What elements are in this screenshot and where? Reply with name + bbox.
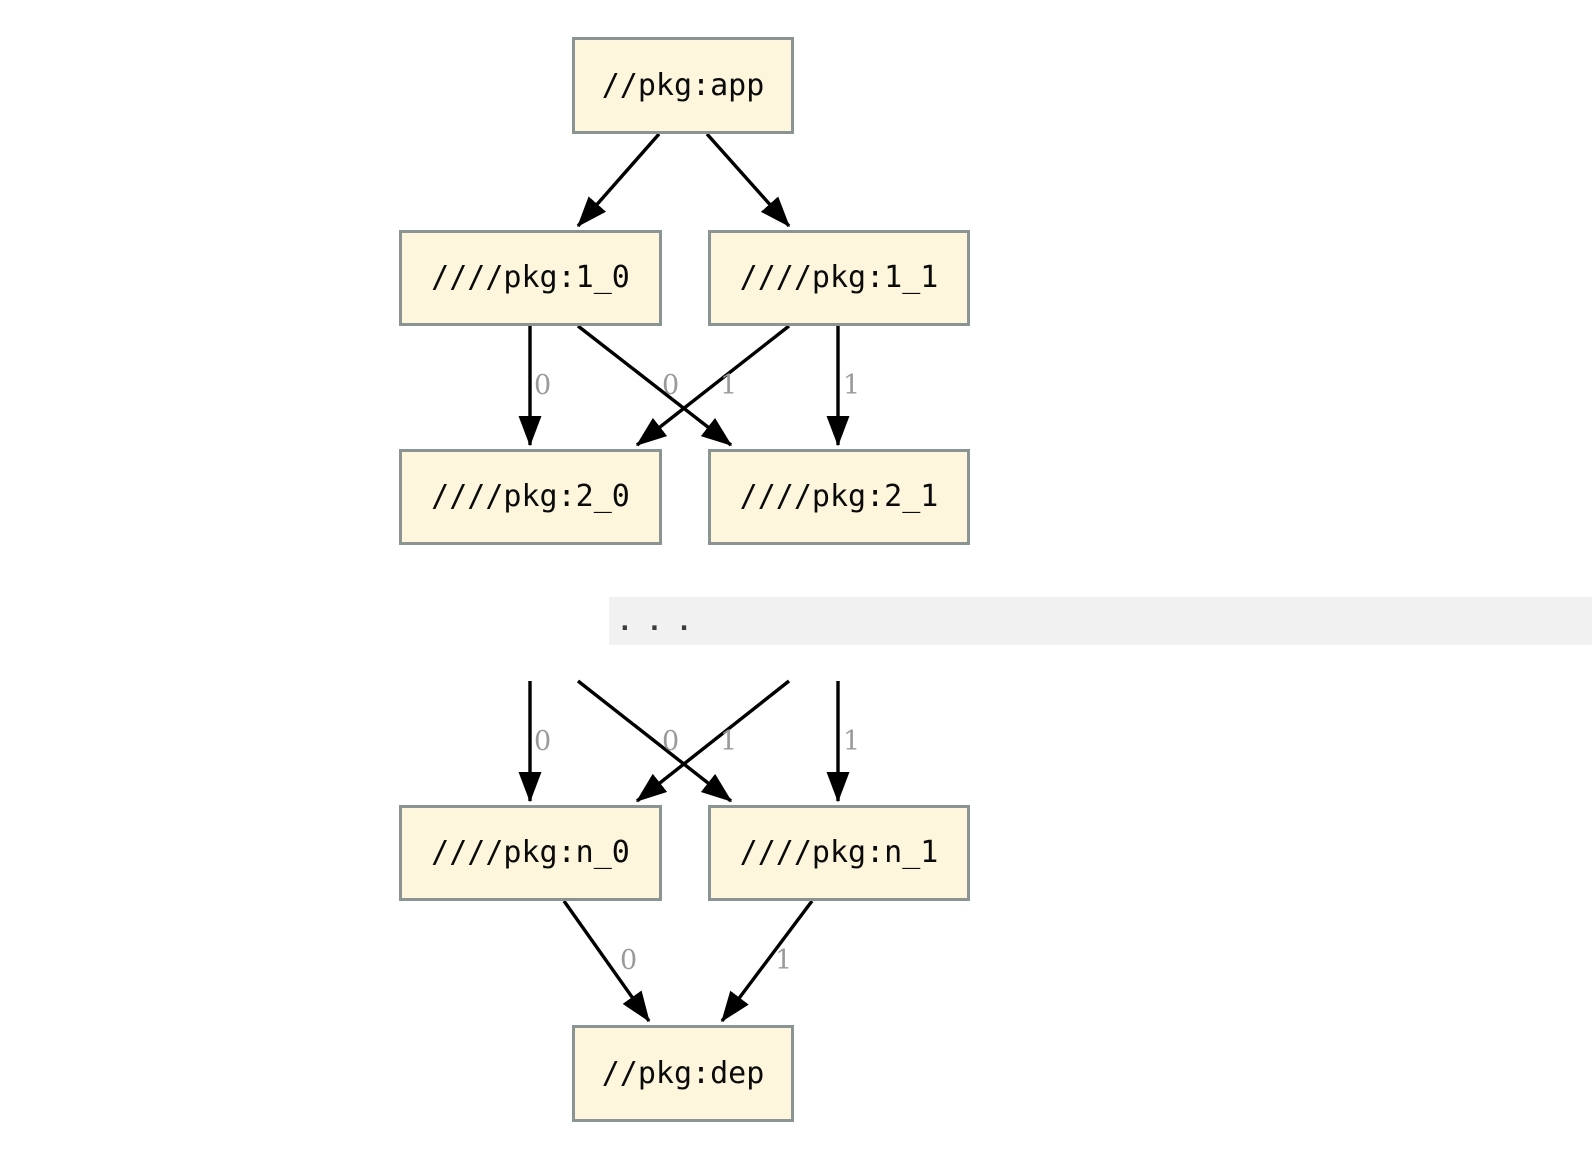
node-app[interactable]: //pkg:app	[572, 37, 794, 134]
node-n2_1[interactable]: ////pkg:2_1	[708, 449, 970, 545]
edge-arrow	[635, 679, 791, 803]
node-nn_1[interactable]: ////pkg:n_1	[708, 805, 970, 901]
edge-label: 0	[620, 945, 638, 976]
node-label: ////pkg:n_1	[739, 835, 939, 870]
edge-arrow	[705, 132, 791, 228]
edge-arrow	[720, 899, 814, 1023]
node-n2_0[interactable]: ////pkg:2_0	[399, 449, 662, 545]
edge-label: 1	[843, 370, 861, 401]
edge-label: 0	[662, 726, 680, 757]
edge-label: 1	[775, 945, 793, 976]
node-label: ////pkg:1_0	[431, 260, 630, 295]
node-label: ////pkg:2_1	[739, 479, 939, 514]
edge-arrow	[635, 324, 791, 447]
node-n1_1[interactable]: ////pkg:1_1	[708, 230, 970, 326]
edge-arrow	[576, 132, 661, 228]
node-label: //pkg:app	[601, 67, 765, 103]
edges-group	[518, 132, 850, 1023]
edge-label: 0	[534, 370, 552, 401]
edge-label: 0	[662, 370, 680, 401]
edge-label: 1	[720, 370, 738, 401]
node-label: //pkg:dep	[601, 1055, 765, 1091]
edge-label: 1	[720, 726, 738, 757]
edge-arrow	[576, 324, 733, 447]
edge-arrow	[562, 900, 651, 1023]
node-dep[interactable]: //pkg:dep	[572, 1025, 794, 1122]
node-n1_0[interactable]: ////pkg:1_0	[399, 230, 662, 326]
ellipsis-dots: ...	[617, 607, 706, 637]
node-label: ////pkg:1_1	[739, 260, 939, 295]
edge-label: 1	[843, 726, 861, 757]
node-nn_0[interactable]: ////pkg:n_0	[399, 805, 662, 901]
edge-label: 0	[534, 726, 552, 757]
node-label: ////pkg:n_0	[431, 835, 630, 870]
ellipsis-separator-band: ...	[609, 597, 1592, 645]
edge-arrow	[576, 679, 733, 803]
node-label: ////pkg:2_0	[431, 479, 630, 514]
